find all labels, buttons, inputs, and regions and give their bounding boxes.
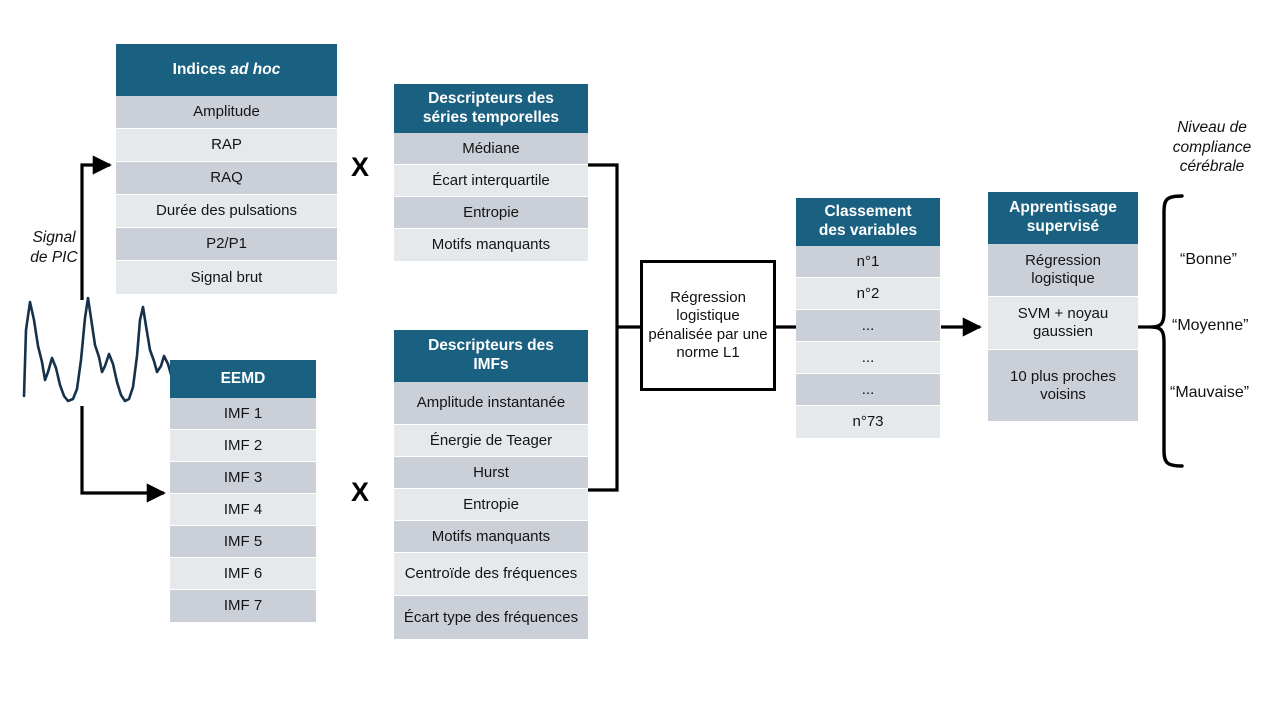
panel-header-timeseries-descriptors: Descripteurs des séries temporelles [394, 84, 588, 133]
list-item: IMF 3 [170, 462, 316, 494]
connector-signal-to-eemd [80, 406, 166, 503]
list-item: RAP [116, 129, 337, 162]
list-item: P2/P1 [116, 228, 337, 261]
panel-eemd: EEMD IMF 1 IMF 2 IMF 3 IMF 4 IMF 5 IMF 6… [170, 360, 316, 622]
list-item: ... [796, 374, 940, 406]
outcome-title: Niveau de compliance cérébrale [1150, 118, 1274, 177]
list-item: Motifs manquants [394, 521, 588, 553]
list-item: Entropie [394, 489, 588, 521]
outcome-class-poor: “Mauvaise” [1170, 384, 1250, 401]
header-line-1: Descripteurs des [428, 89, 554, 107]
panel-penalised-logistic-regression: Régression logistique pénalisée par une … [640, 260, 776, 391]
signal-label: Signal de PIC [6, 228, 102, 267]
list-item: n°2 [796, 278, 940, 310]
outcome-title-line-1: Niveau de [1177, 119, 1247, 136]
panel-supervised-learning: Apprentissage supervisé Régression logis… [988, 192, 1138, 421]
connector-descriptors-to-regression [588, 163, 640, 492]
list-item: Écart type des fréquences [394, 596, 588, 639]
outcome-title-line-3: cérébrale [1179, 158, 1245, 176]
outcome-curly-brace [1150, 194, 1184, 468]
header-line-2: des variables [818, 222, 918, 239]
panel-imf-descriptors: Descripteurs des IMFs Amplitude instanta… [394, 330, 588, 639]
list-item: IMF 2 [170, 430, 316, 462]
list-item: Amplitude instantanée [394, 382, 588, 425]
signal-label-line-1: Signal [32, 229, 76, 246]
list-item: Centroïde des fréquences [394, 553, 588, 596]
outcome-class-average: “Moyenne” [1172, 317, 1249, 334]
header-line-1: Descripteurs des [428, 337, 554, 355]
list-item: RAQ [116, 162, 337, 195]
list-item: Régression logistique [988, 244, 1138, 297]
list-item: IMF 4 [170, 494, 316, 526]
header-line-2: ad hoc [230, 60, 281, 78]
header-line-2: IMFs [473, 356, 509, 373]
panel-header-indices-ad-hoc: Indices ad hoc [116, 44, 337, 96]
list-item: Médiane [394, 133, 588, 165]
list-item: ... [796, 310, 940, 342]
list-item: Signal brut [116, 261, 337, 294]
list-item: ... [796, 342, 940, 374]
panel-header-eemd: EEMD [170, 360, 316, 398]
panel-header-variable-ranking: Classement des variables [796, 198, 940, 246]
panel-indices-ad-hoc: Indices ad hoc Amplitude RAP RAQ Durée d… [116, 44, 337, 294]
panel-header-imf-descriptors: Descripteurs des IMFs [394, 330, 588, 382]
list-item: Motifs manquants [394, 229, 588, 261]
list-item: IMF 6 [170, 558, 316, 590]
list-item: Durée des pulsations [116, 195, 337, 228]
list-item: IMF 5 [170, 526, 316, 558]
list-item: IMF 1 [170, 398, 316, 430]
header-line-2: séries temporelles [422, 108, 560, 126]
icp-signal-waveform [22, 296, 182, 405]
outcome-class-good: “Bonne” [1180, 251, 1237, 268]
list-item: 10 plus proches voisins [988, 350, 1138, 421]
list-item: Énergie de Teager [394, 425, 588, 457]
list-item: n°1 [796, 246, 940, 278]
header-line-2: supervisé [1026, 218, 1100, 235]
list-item: Amplitude [116, 96, 337, 129]
list-item: IMF 7 [170, 590, 316, 622]
list-item: SVM + noyau gaussien [988, 297, 1138, 350]
panel-variable-ranking: Classement des variables n°1 n°2 ... ...… [796, 198, 940, 438]
list-item: n°73 [796, 406, 940, 438]
header-line-1: Classement [824, 203, 912, 221]
panel-timeseries-descriptors: Descripteurs des séries temporelles Médi… [394, 84, 588, 261]
header-line-1: Apprentissage [1009, 199, 1117, 217]
connector-signal-to-adhoc [80, 155, 112, 300]
outcome-title-line-2: compliance [1172, 138, 1252, 156]
signal-label-line-2: de PIC [30, 248, 78, 266]
cross-product-symbol-top: X [351, 152, 370, 182]
cross-product-symbol-bottom: X [351, 477, 370, 507]
list-item: Hurst [394, 457, 588, 489]
header-line-1: Indices [172, 60, 227, 78]
panel-header-supervised-learning: Apprentissage supervisé [988, 192, 1138, 244]
list-item: Écart interquartile [394, 165, 588, 197]
list-item: Entropie [394, 197, 588, 229]
